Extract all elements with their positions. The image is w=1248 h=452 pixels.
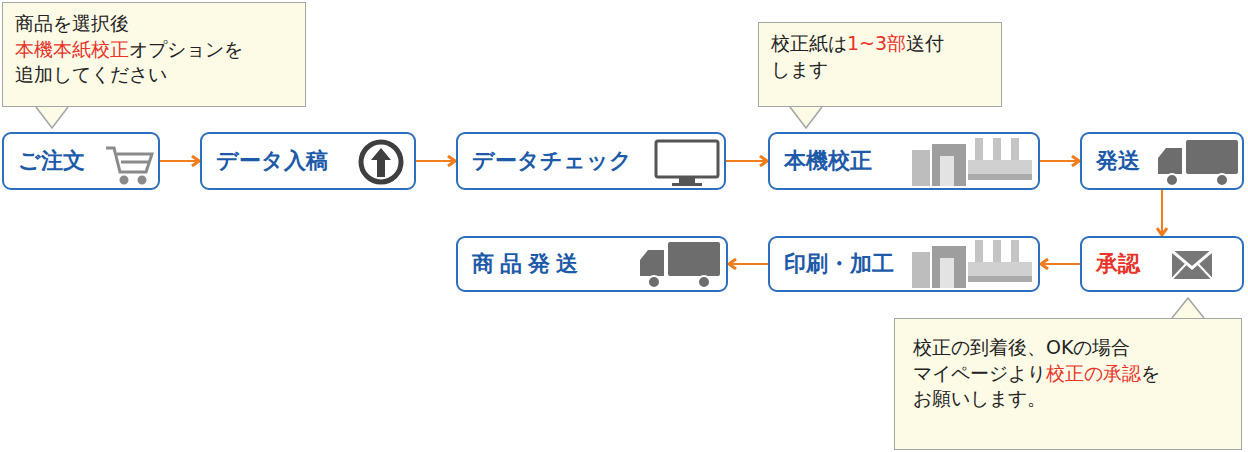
step-label: 商品発送 bbox=[472, 249, 584, 279]
note-text: 本機本紙校正 bbox=[15, 38, 129, 60]
note-text: マイページより bbox=[913, 362, 1046, 384]
flow-arrow bbox=[728, 263, 768, 265]
cart-icon bbox=[106, 148, 152, 183]
note-text: 商品を選択後 bbox=[15, 12, 129, 34]
process-box: データチェック bbox=[456, 132, 726, 190]
truck-icon bbox=[1158, 140, 1238, 186]
truck-icon bbox=[640, 242, 720, 288]
callout-tail bbox=[790, 107, 822, 128]
press-machine-icon bbox=[912, 138, 1032, 186]
note-text: 校正紙は bbox=[771, 32, 847, 54]
process-box: データ入稿 bbox=[200, 132, 416, 190]
step-label: ご注文 bbox=[18, 146, 85, 176]
monitor-icon bbox=[656, 141, 718, 186]
note-callout: 校正紙は1~3部送付 します bbox=[758, 22, 1002, 107]
callout-tail bbox=[36, 107, 68, 128]
step-label: 承認 bbox=[1096, 249, 1140, 279]
envelope-icon bbox=[1172, 251, 1212, 279]
callout-tail bbox=[1172, 298, 1204, 318]
process-box: 印刷・加工 bbox=[768, 236, 1040, 292]
flow-arrow bbox=[726, 160, 768, 162]
flow-arrow bbox=[1161, 190, 1163, 236]
process-box: 本機校正 bbox=[768, 132, 1040, 190]
step-label: 発送 bbox=[1096, 146, 1140, 176]
step-label: データチェック bbox=[472, 146, 632, 176]
step-label: データ入稿 bbox=[216, 146, 328, 176]
process-box: ご注文 bbox=[2, 132, 160, 190]
step-label: 印刷・加工 bbox=[784, 249, 894, 279]
note-text: 校正の到着後、OKの場合 bbox=[913, 336, 1130, 358]
flow-arrow bbox=[1040, 263, 1080, 265]
flow-arrow bbox=[416, 160, 456, 162]
note-text: 1~3部 bbox=[847, 32, 906, 54]
flow-arrow bbox=[1040, 160, 1080, 162]
process-box: 商品発送 bbox=[456, 236, 728, 292]
upload-icon bbox=[361, 142, 401, 182]
note-callout: 校正の到着後、OKの場合マイページより校正の承認を お願いします。 bbox=[894, 318, 1242, 450]
step-label: 本機校正 bbox=[784, 146, 872, 176]
note-text: 校正の承認 bbox=[1046, 362, 1141, 384]
process-box: 発送 bbox=[1080, 132, 1244, 190]
flow-arrow bbox=[160, 160, 200, 162]
note-callout: 商品を選択後本機本紙校正オプションを 追加してください bbox=[2, 2, 306, 107]
press-machine-icon bbox=[912, 240, 1032, 288]
process-box: 承認 bbox=[1080, 236, 1244, 292]
